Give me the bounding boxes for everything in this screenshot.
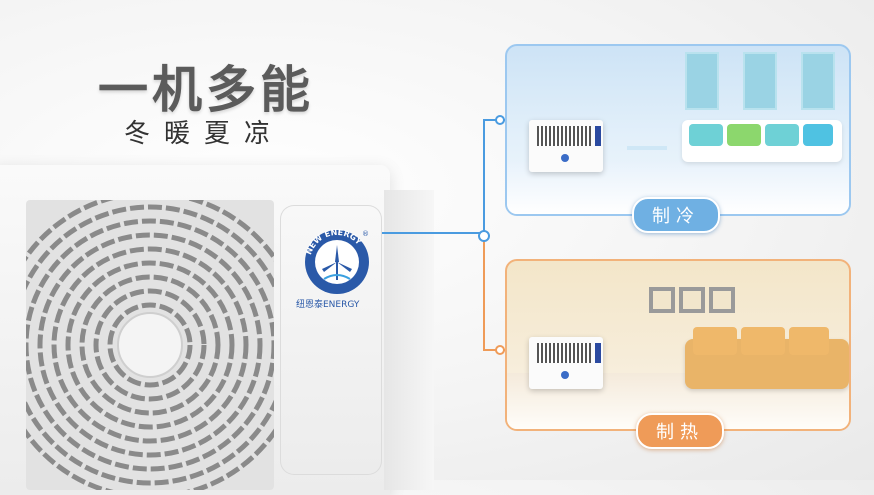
wall-niche [685,52,719,110]
wall-niche [743,52,777,110]
heat-node [495,345,505,355]
mode-heat-label: 制热 [636,413,724,449]
registered-mark: ® [362,230,369,238]
cushion [741,327,785,355]
cushion [765,124,799,146]
cushion [789,327,829,355]
wall-frame [649,287,675,313]
coffee-table [627,146,667,150]
connector-lines [382,115,505,355]
wall-frame [709,287,735,313]
junction-node [478,230,490,242]
indoor-unit-cool [529,120,603,172]
wall-niche [801,52,835,110]
headline: 一机多能 [98,61,314,119]
cushion [693,327,737,355]
mode-cool-label: 制冷 [632,197,720,233]
cushion [803,124,833,146]
brand-logo-icon: NEW ENERGY ® [304,228,369,294]
wall-frame [679,287,705,313]
outdoor-unit-side [384,190,434,490]
cool-node [495,115,505,125]
cushion [689,124,723,146]
brand-text: 纽恩泰ENERGY [296,300,360,310]
indoor-unit-heat [529,337,603,389]
cushion [727,124,761,146]
subheadline: 冬暖夏凉 [124,119,285,149]
